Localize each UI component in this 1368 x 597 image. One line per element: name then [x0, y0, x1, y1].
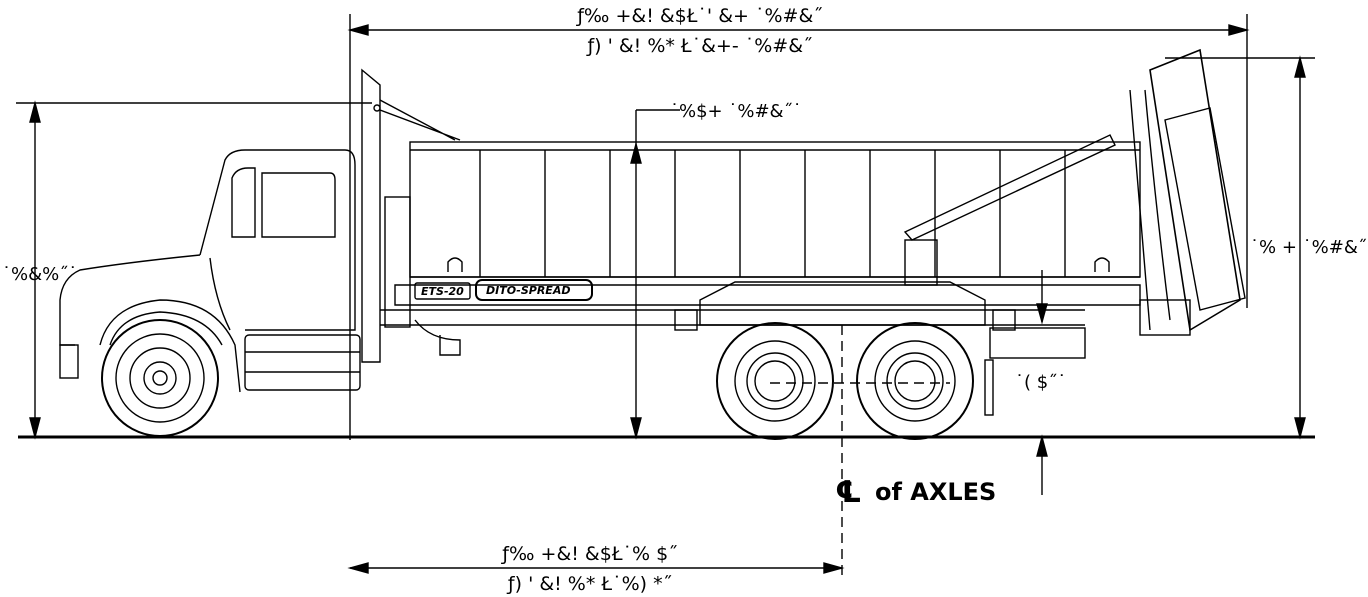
- windshield: [231, 167, 256, 238]
- boom-arm: [903, 134, 1116, 286]
- hood: [59, 254, 201, 346]
- spreader-body: [380, 141, 1141, 356]
- front-wheel: [101, 319, 219, 437]
- brand-badge-text: DITO-SPREAD: [486, 284, 570, 297]
- body-height-dimension: [630, 109, 680, 440]
- cab-height-label: ˙%&%˝˙: [2, 264, 77, 285]
- rear-spinner-assembly: [1129, 48, 1246, 336]
- side-window: [261, 172, 336, 238]
- brand-badge: DITO-SPREAD: [475, 279, 593, 301]
- overall-length-label-1: ƒ‰ +&! &$Ł˙' &+ ˙%#&˝: [575, 5, 823, 27]
- overall-length-dimension: [347, 14, 1250, 440]
- ground-clearance-label: ˙( $˝˙: [1015, 372, 1066, 393]
- rear-height-label: ˙% + ˙%#&˝˙: [1250, 237, 1368, 258]
- exhaust-stack: [361, 68, 381, 363]
- axle-centerline: [770, 325, 950, 578]
- model-badge: ETS-20: [414, 282, 471, 300]
- truck-cab: [59, 68, 461, 393]
- tandem-suspension: [674, 281, 1086, 359]
- centerline-label: of AXLES: [875, 478, 996, 506]
- cab-to-axle-dimension: [347, 562, 845, 574]
- centerline-symbol: ℄: [835, 475, 862, 510]
- rear-wheel-rear: [856, 322, 974, 440]
- cab-to-axle-label-2: ƒ) ' &! %* Ł˙%) *˝: [506, 573, 672, 595]
- rear-height-dimension: [1165, 55, 1315, 440]
- rear-wheel-front: [716, 322, 834, 440]
- mud-flap: [984, 359, 994, 416]
- front-fender: [99, 299, 241, 393]
- cab-to-axle-label-1: ƒ‰ +&! &$Ł˙% $˝: [500, 543, 677, 565]
- cab-height-dimension: [16, 100, 372, 440]
- body-posts: [479, 150, 1066, 277]
- ground-clearance-dimension: [1036, 270, 1048, 495]
- overall-length-label-2: ƒ) ' &! %* Ł˙&+- ˙%#&˝: [585, 35, 812, 57]
- fuel-tank: [244, 334, 361, 391]
- front-bumper: [59, 344, 79, 379]
- model-badge-text: ETS-20: [421, 285, 464, 298]
- body-height-label: ˙%$+ ˙%#&˝˙: [670, 101, 802, 122]
